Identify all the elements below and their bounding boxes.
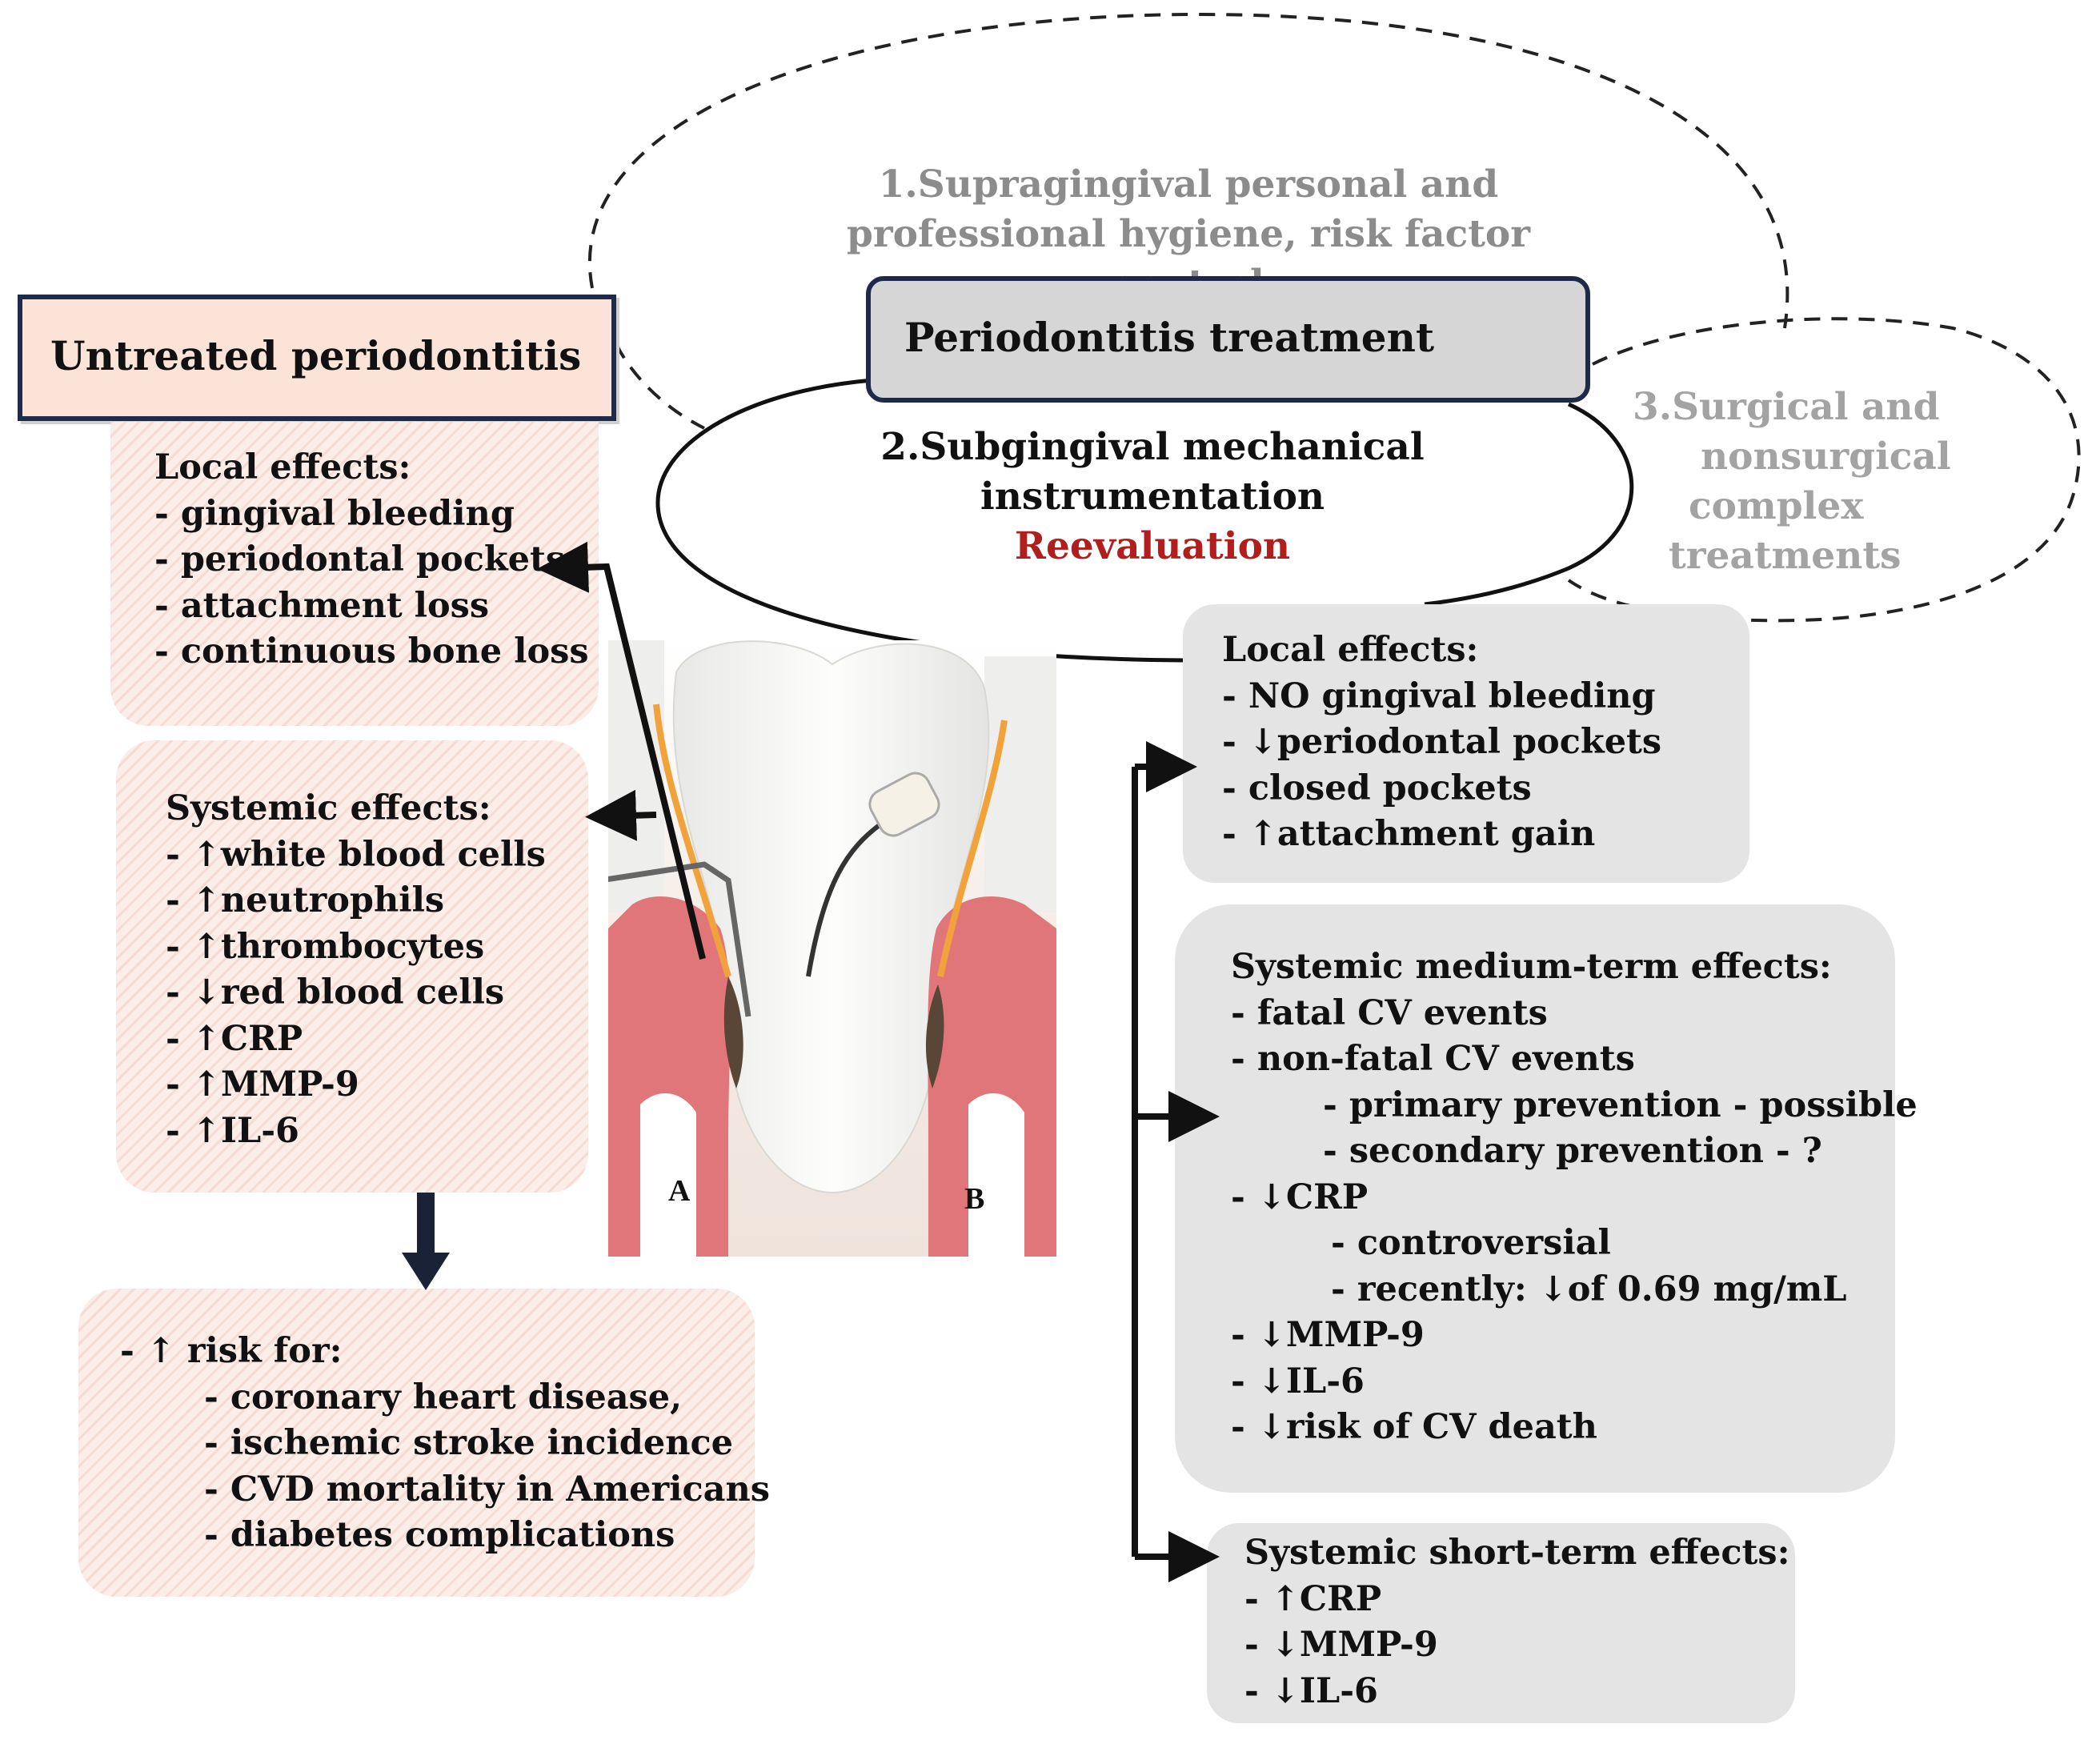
untreated-systemic-effects-box	[116, 740, 588, 1193]
untreated-systemic-heading: Systemic effects:	[166, 788, 491, 828]
step3-line-3: complex	[1689, 484, 1864, 528]
list-item: - continuous bone loss	[154, 631, 589, 672]
list-item: - ↓CRP	[1231, 1177, 1369, 1217]
list-item: - ↓IL-6	[1231, 1361, 1365, 1401]
risk-heading: - ↑ risk for:	[120, 1331, 343, 1371]
list-item: - ↑CRP	[1244, 1578, 1382, 1619]
list-item: - primary prevention - possible	[1323, 1084, 1918, 1125]
step3-label: 3.Surgical and nonsurgical complex treat…	[1609, 383, 1951, 581]
list-item: - ↓IL-6	[1244, 1670, 1378, 1711]
list-item: - coronary heart disease,	[204, 1377, 683, 1417]
treated-short-term-text: Systemic short-term effects: - ↑CRP - ↓M…	[1244, 1530, 1789, 1714]
reevaluation-label: Reevaluation	[1014, 524, 1291, 568]
untreated-risk-text: - ↑ risk for: - coronary heart disease, …	[120, 1329, 770, 1559]
short-heading: Systemic short-term effects:	[1244, 1533, 1790, 1573]
step2-line-2: instrumentation	[980, 475, 1325, 519]
list-item: - ↓MMP-9	[1231, 1315, 1425, 1355]
treatment-title: Periodontitis treatment	[904, 314, 1435, 361]
step1-line-1: 1.Supragingival personal and	[878, 162, 1499, 206]
treated-local-heading: Local effects:	[1222, 630, 1479, 670]
list-item: - NO gingival bleeding	[1222, 676, 1656, 716]
right-calculus	[925, 984, 944, 1089]
step2-solid-ellipse-right	[1424, 402, 1634, 607]
step1-dashed-ellipse-lower	[615, 343, 705, 430]
treated-local-effects-box	[1183, 604, 1749, 883]
step3-line-2: nonsurgical	[1701, 435, 1951, 479]
treated-medium-term-box	[1175, 904, 1895, 1493]
list-item: - CVD mortality in Americans	[204, 1469, 771, 1509]
untreated-local-effects-text: Local effects: - gingival bleeding - per…	[154, 445, 589, 676]
untreated-risk-box	[78, 1289, 755, 1597]
step1-label: 1.Supragingival personal and professiona…	[768, 160, 1609, 309]
list-item: - ↑white blood cells	[166, 834, 546, 875]
list-item: - ↑MMP-9	[166, 1064, 359, 1105]
left-gum	[608, 896, 731, 1257]
left-calculus	[723, 976, 743, 1089]
list-item: - gingival bleeding	[154, 493, 515, 534]
step2-line-1: 2.Subgingival mechanical	[880, 425, 1425, 469]
treated-short-term-box	[1207, 1523, 1795, 1723]
right-scaler-wire	[806, 822, 882, 977]
list-item: - controversial	[1331, 1223, 1611, 1263]
list-item: - non-fatal CV events	[1231, 1039, 1635, 1079]
list-item: - ↑thrombocytes	[166, 926, 485, 967]
step2-label: 2.Subgingival mechanical instrumentation…	[832, 423, 1473, 571]
list-item: - diabetes complications	[204, 1515, 675, 1555]
untreated-local-effects-box	[110, 422, 599, 726]
list-item: - recently: ↓of 0.69 mg/mL	[1331, 1269, 1847, 1309]
right-ligament	[937, 720, 1008, 977]
step1-dashed-ellipse	[587, 12, 1789, 329]
step3-line-4: treatments	[1669, 534, 1902, 578]
step3-line-1: 3.Surgical and	[1633, 385, 1940, 429]
list-item: - secondary prevention - ?	[1323, 1131, 1822, 1171]
list-item: - ↓risk of CV death	[1231, 1407, 1597, 1447]
medium-heading: Systemic medium-term effects:	[1231, 947, 1832, 987]
treated-medium-term-text: Systemic medium-term effects: - fatal CV…	[1231, 944, 1918, 1451]
treatment-title-box: Periodontitis treatment	[866, 276, 1590, 403]
list-item: - periodontal pockets	[154, 539, 566, 579]
list-item: - attachment loss	[154, 585, 490, 626]
list-item: - ↓red blood cells	[166, 972, 505, 1012]
untreated-systemic-effects-text: Systemic effects: - ↑white blood cells -…	[166, 786, 546, 1154]
untreated-title: Untreated periodontitis	[50, 332, 582, 379]
list-item: - ↑CRP	[166, 1018, 303, 1059]
right-bone	[968, 1093, 1024, 1257]
list-item: - ischemic stroke incidence	[204, 1423, 734, 1463]
untreated-title-box: Untreated periodontitis	[18, 295, 616, 421]
label-a: A	[668, 1174, 691, 1208]
list-item: - ↑neutrophils	[166, 880, 445, 920]
list-item: - fatal CV events	[1231, 992, 1548, 1033]
list-item: - closed pockets	[1222, 768, 1532, 808]
list-item: - ↓MMP-9	[1244, 1625, 1438, 1665]
left-bone	[640, 1093, 696, 1257]
untreated-local-heading: Local effects:	[154, 447, 411, 487]
tooth-illustration: A B	[608, 640, 1056, 1257]
list-item: - ↑IL-6	[166, 1110, 299, 1151]
right-neighbor-tooth	[984, 656, 1056, 912]
label-b: B	[964, 1182, 984, 1216]
list-item: - ↑attachment gain	[1222, 814, 1596, 854]
right-scaler-handle	[868, 772, 940, 837]
treated-local-effects-text: Local effects: - NO gingival bleeding - …	[1222, 627, 1661, 858]
list-item: - ↓periodontal pockets	[1222, 722, 1662, 762]
